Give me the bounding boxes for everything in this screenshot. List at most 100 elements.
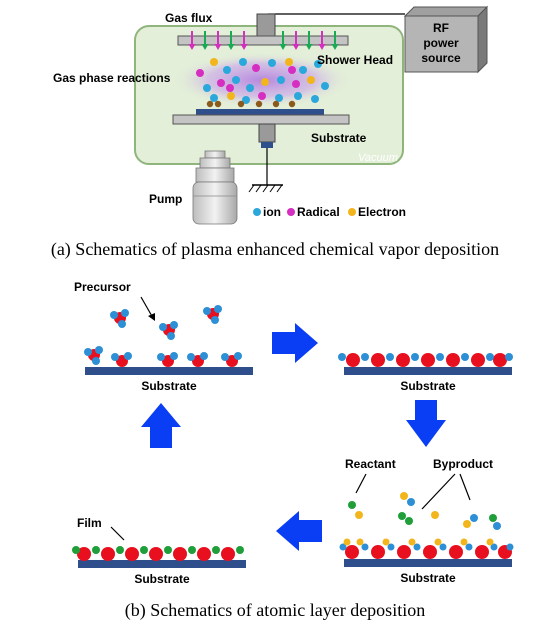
deposit-particle — [206, 100, 214, 108]
film-atom — [101, 547, 115, 561]
plasma-particle — [294, 92, 302, 100]
plasma-particle — [246, 84, 254, 92]
gas-flux-arrowhead — [331, 44, 339, 50]
legend-ion-dot — [253, 208, 261, 216]
rf-label-line3: source — [421, 51, 461, 65]
gas-molecule — [400, 492, 408, 500]
monolayer-atom — [446, 353, 460, 367]
step3-ligand — [506, 543, 514, 551]
step3-ligand — [490, 543, 498, 551]
deposit-particle — [272, 100, 280, 108]
step3-ligand — [413, 543, 421, 551]
plasma-particle — [203, 84, 211, 92]
gas-flux-arrowhead — [240, 44, 248, 50]
precursor-molecule-ligand — [211, 316, 219, 324]
precursor-label: Precursor — [74, 280, 131, 294]
plasma-particle — [227, 92, 235, 100]
precursor-molecule-ligand — [118, 320, 126, 328]
gas-molecule — [463, 520, 471, 528]
pump-label: Pump — [149, 192, 182, 206]
gas-flux-label: Gas flux — [165, 11, 213, 25]
monolayer-atom — [371, 353, 385, 367]
legend-radical-dot — [287, 208, 295, 216]
step3-byproduct — [356, 538, 364, 546]
plasma-particle — [261, 78, 269, 86]
precursor-molecule-ligand — [170, 321, 178, 329]
holder-post-cap — [261, 142, 273, 148]
film-atom — [221, 547, 235, 561]
plasma-particle — [277, 76, 285, 84]
step3-byproduct — [460, 538, 468, 546]
step3-ligand — [387, 543, 395, 551]
step3-atom — [397, 545, 411, 559]
adsorbed-ligand — [200, 352, 208, 360]
adsorbed-ligand — [234, 352, 242, 360]
plasma-particle — [314, 60, 322, 68]
film-atom — [125, 547, 139, 561]
film-atom — [149, 547, 163, 561]
monolayer-ligand — [505, 353, 513, 361]
film-reactant-atom — [188, 546, 196, 554]
legend-electron-label: Electron — [358, 205, 406, 219]
film-reactant-atom — [92, 546, 100, 554]
plasma-particle — [275, 94, 283, 102]
plasma-particle — [292, 80, 300, 88]
adsorbed-ligand — [170, 352, 178, 360]
caption-b: (b) Schematics of atomic layer depositio… — [125, 600, 425, 621]
precursor-molecule-ligand — [167, 332, 175, 340]
step3-atom — [475, 545, 489, 559]
monolayer-ligand — [386, 353, 394, 361]
monolayer-ligand — [461, 353, 469, 361]
monolayer-ligand — [436, 353, 444, 361]
legend-ion-label: ion — [263, 205, 281, 219]
deposit-particles — [206, 100, 296, 108]
substrate-bar-step2 — [344, 367, 512, 375]
vacuum-label: Vacuum — [358, 152, 398, 164]
plasma-particle — [210, 94, 218, 102]
reactant-label: Reactant — [345, 457, 396, 471]
byproduct-pointer-1 — [421, 473, 456, 510]
plasma-particle — [299, 66, 307, 74]
substrate-label-step4: Substrate — [134, 572, 190, 586]
gas-molecule — [405, 517, 413, 525]
gas-flux-arrowhead — [201, 44, 209, 50]
deposit-particle — [214, 100, 222, 108]
gas-molecule — [348, 501, 356, 509]
precursor-molecule-ligand — [110, 311, 118, 319]
gas-molecule — [355, 511, 363, 519]
shower-head-label: Shower Head — [317, 53, 393, 67]
gas-molecule — [431, 511, 439, 519]
adsorbed-ligand — [124, 352, 132, 360]
monolayer-atom — [346, 353, 360, 367]
monolayer-ligand — [361, 353, 369, 361]
gas-molecule — [407, 498, 415, 506]
caption-a: (a) Schematics of plasma enhanced chemic… — [51, 239, 499, 260]
ground-icon — [248, 148, 283, 193]
precursor-molecule-ligand — [92, 357, 100, 365]
monolayer-ligand — [411, 353, 419, 361]
step3-ligand — [465, 543, 473, 551]
gas-flux-arrowhead — [214, 44, 222, 50]
gas-flux-arrowhead — [318, 44, 326, 50]
plasma-particle — [307, 76, 315, 84]
step3-byproduct — [408, 538, 416, 546]
step3-ligand — [339, 543, 347, 551]
adsorbed-ligand — [221, 353, 229, 361]
gas-flux-arrowhead — [305, 44, 313, 50]
step3-ligand — [439, 543, 447, 551]
plasma-particle — [239, 58, 247, 66]
gas-flux-arrowhead — [279, 44, 287, 50]
precursor-molecule-ligand — [203, 307, 211, 315]
pecvd-panel: Vacuum RF power source — [51, 5, 499, 260]
film-atom — [77, 547, 91, 561]
wafer — [196, 109, 324, 115]
adsorbed-ligand — [157, 353, 165, 361]
step3-atom — [371, 545, 385, 559]
substrate-bar-step4 — [78, 560, 246, 568]
byproduct-pointer-2 — [459, 473, 471, 501]
film-reactant-atom — [72, 546, 80, 554]
step3-atom — [449, 545, 463, 559]
gas-flux-arrowhead — [227, 44, 235, 50]
pump-icon — [192, 150, 238, 225]
